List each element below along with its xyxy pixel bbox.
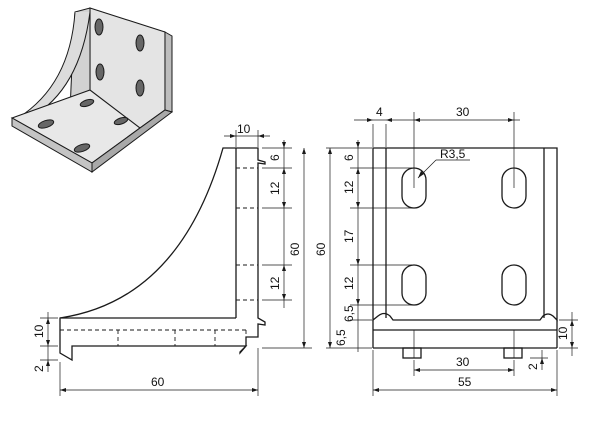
side-dim-base-thickness: 10 xyxy=(32,324,46,338)
front-outline xyxy=(372,147,558,322)
side-dim-lip: 2 xyxy=(32,365,46,372)
side-dim-width: 60 xyxy=(151,375,165,389)
iso-slot-base-2 xyxy=(73,143,91,153)
front-view: 4 30 R3,5 6 12 17 12 6,5 6,5 60 xyxy=(314,105,578,396)
side-dim-height: 60 xyxy=(288,242,302,256)
side-dim-top-flange: 10 xyxy=(237,122,251,136)
front-dim-slot-top: 6 xyxy=(342,154,356,161)
iso-slot-base-4 xyxy=(113,116,129,126)
front-boss-2 xyxy=(503,347,523,359)
iso-back-plate-edge xyxy=(164,31,173,113)
front-dim-base-thickness: 10 xyxy=(556,326,570,340)
side-dim-slot-upper: 12 xyxy=(268,181,282,195)
iso-base-right xyxy=(91,109,174,173)
front-dim-bottom-a: 6,5 xyxy=(342,305,356,322)
isometric-view xyxy=(10,7,174,173)
front-dim-width: 55 xyxy=(458,375,472,389)
front-dim-slot-spacing-top: 30 xyxy=(456,105,470,119)
side-outline xyxy=(59,147,266,362)
side-dim-slot-top: 6 xyxy=(268,154,282,161)
iso-slot-back-2 xyxy=(135,34,145,52)
front-boss-1 xyxy=(402,347,422,359)
iso-slot-back-3 xyxy=(95,63,105,81)
side-view: 10 6 12 12 60 10 2 xyxy=(32,122,312,396)
iso-slot-base-1 xyxy=(37,119,55,129)
front-dim-slot-spacing-bottom: 30 xyxy=(456,355,470,369)
front-slot-3 xyxy=(401,264,427,306)
front-dim-bottom-b: 6,5 xyxy=(334,329,348,346)
front-dim-slot-upper: 12 xyxy=(342,180,356,194)
iso-slot-base-3 xyxy=(79,98,95,108)
iso-slot-back-4 xyxy=(135,79,145,97)
front-dim-slot-gap: 17 xyxy=(342,229,356,243)
front-slot-4 xyxy=(501,264,527,306)
front-dim-radius: R3,5 xyxy=(440,147,466,161)
iso-slot-back-1 xyxy=(94,18,104,36)
front-dim-edge-offset: 4 xyxy=(376,105,383,119)
front-dim-slot-lower: 12 xyxy=(342,276,356,290)
front-dim-lip: 2 xyxy=(526,363,540,370)
side-dim-slot-lower: 12 xyxy=(268,276,282,290)
front-dim-height: 60 xyxy=(314,242,328,256)
